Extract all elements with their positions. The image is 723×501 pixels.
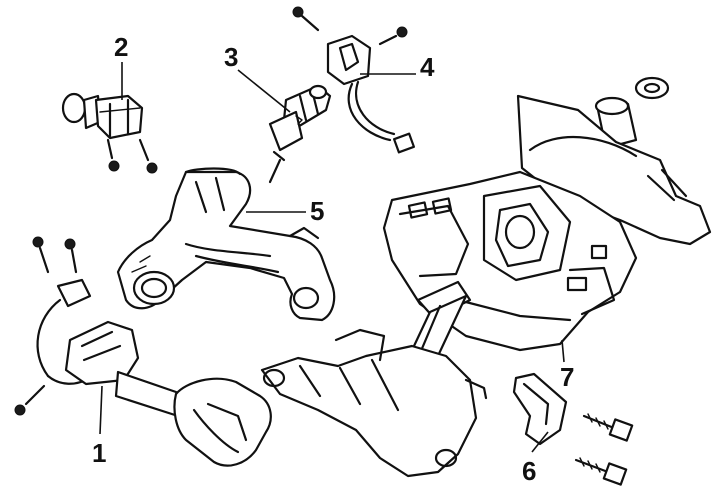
screw-icon — [292, 6, 320, 32]
part-3-ignition-cylinder — [268, 84, 332, 184]
screw-icon — [14, 384, 46, 416]
bolt-icon — [574, 457, 628, 486]
leader-line-1 — [99, 385, 103, 435]
screw-icon — [138, 138, 158, 174]
part-2-switch — [61, 92, 158, 174]
part-4-key-switch — [292, 6, 416, 154]
part-6-bracket-and-bolts — [512, 372, 634, 486]
screw-icon — [106, 138, 120, 172]
callout-6: 6 — [522, 456, 536, 486]
screw-icon — [64, 238, 78, 274]
part-1-combination-switch — [14, 236, 272, 467]
screw-icon — [378, 26, 408, 46]
part-7-steering-column — [260, 76, 712, 478]
leader-line-3 — [237, 69, 291, 113]
leader-lines — [99, 62, 565, 453]
leader-line-7 — [561, 339, 565, 363]
part-5-upper-housing — [116, 167, 336, 322]
callout-3: 3 — [224, 42, 238, 72]
callout-2: 2 — [114, 32, 128, 62]
callout-1: 1 — [92, 438, 106, 468]
screw-icon — [32, 236, 50, 274]
callout-7: 7 — [560, 362, 574, 392]
callout-4: 4 — [420, 52, 435, 82]
washer-icon — [634, 76, 670, 100]
bolt-icon — [582, 413, 634, 442]
leader-line-6 — [531, 431, 549, 453]
callout-5: 5 — [310, 196, 324, 226]
callout-labels: 1 2 3 4 5 6 7 — [92, 32, 574, 486]
